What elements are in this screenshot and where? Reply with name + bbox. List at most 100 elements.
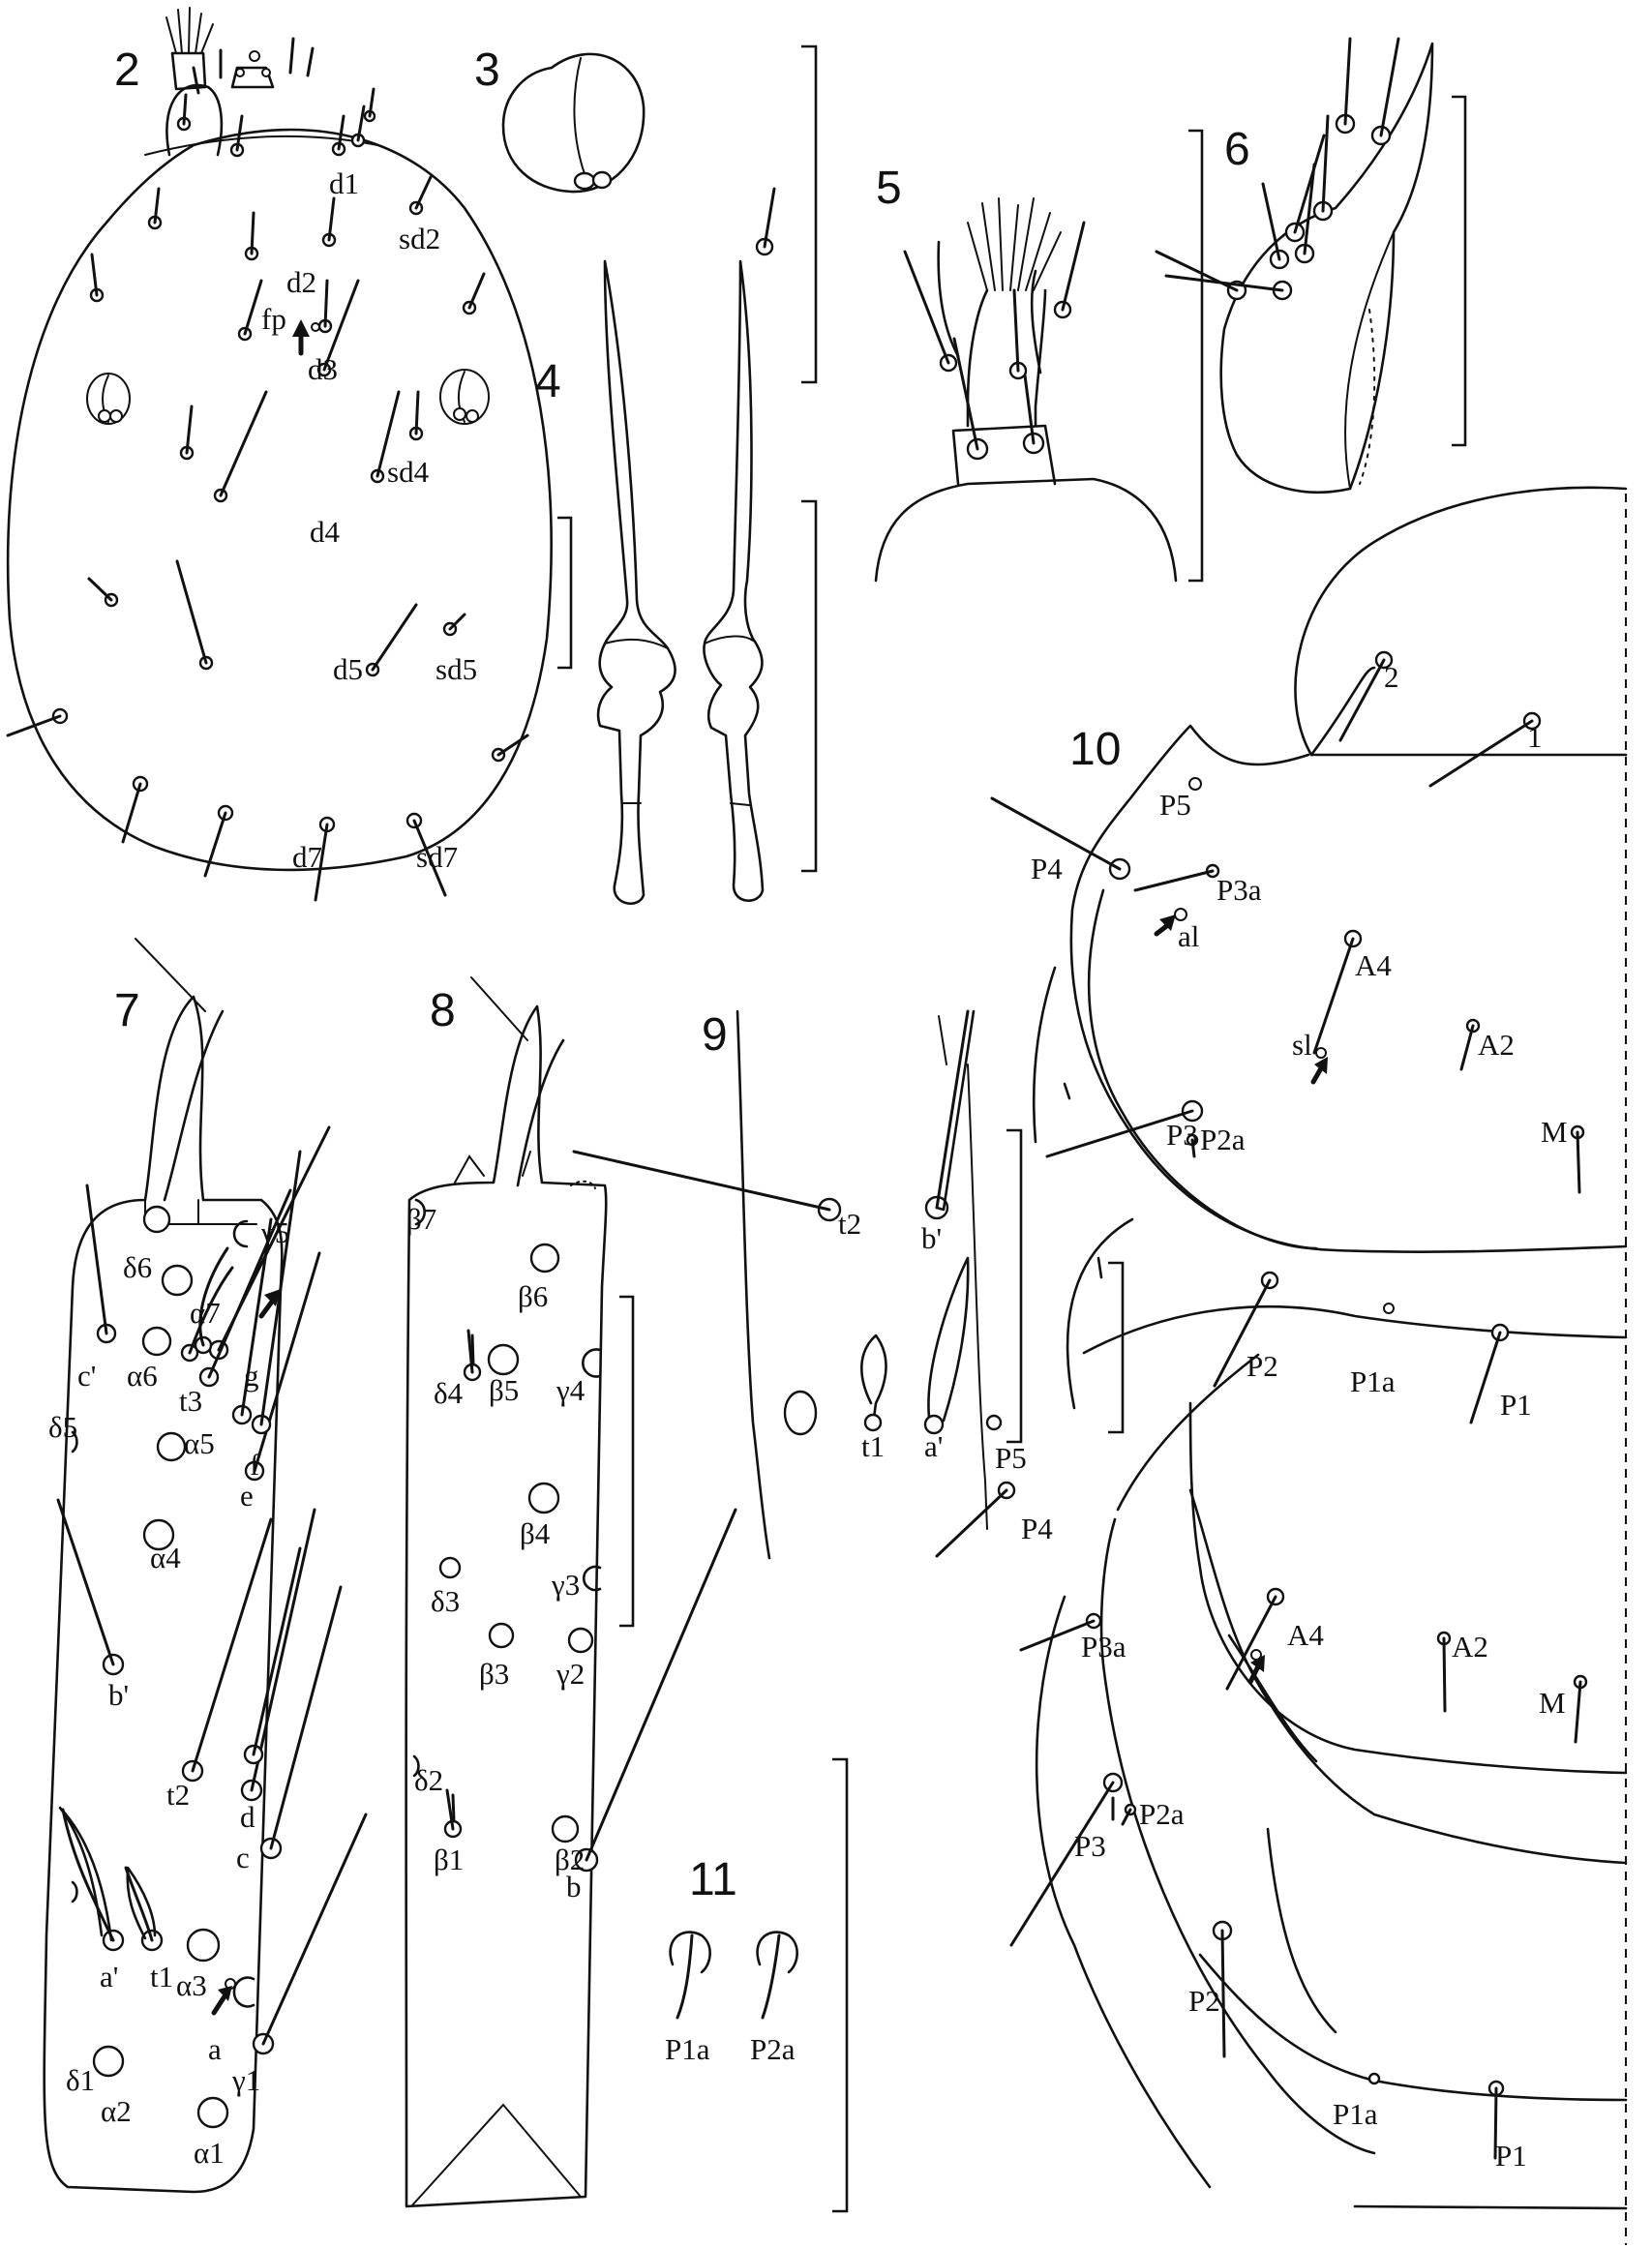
label-gamma2: γ2 (556, 1657, 585, 1691)
label-t3: t3 (179, 1384, 202, 1418)
eye-right-icon (439, 369, 490, 425)
label-alpha3: α3 (176, 1968, 207, 2002)
label-delta3: δ3 (431, 1584, 460, 1618)
label-beta5: β5 (489, 1373, 519, 1407)
label-lower-P4: P4 (1021, 1512, 1053, 1545)
figure-7-tibiotarsus: 7 δ6 γ5 α7 c' α6 t3 g δ5 α5 f e α4 b' t2… (43, 938, 368, 2194)
label-gamma3: γ3 (551, 1568, 580, 1602)
figure-10-chaetotaxy: 10 2 1 P5 P4 P3a al A4 sl A2 P3 P2a M P2… (935, 486, 1628, 2245)
label-b: b (566, 1870, 582, 1903)
figure-9-detail: 9 t2 b' t1 a' (572, 1009, 1023, 1560)
label-t2-fig9: t2 (838, 1207, 861, 1241)
label-delta6: δ6 (123, 1250, 152, 1284)
label-fp: fp (261, 302, 286, 336)
label-f: f (250, 1448, 260, 1482)
eye-left-icon (86, 373, 131, 425)
label-beta2: β2 (555, 1843, 585, 1876)
figure-number-9: 9 (702, 1009, 728, 1061)
label-upper-al: al (1178, 919, 1199, 953)
figure-number-8: 8 (430, 985, 456, 1036)
label-upper-P1a: P1a (1350, 1364, 1396, 1398)
label-beta6: β6 (518, 1279, 548, 1313)
label-upper-P3a: P3a (1216, 873, 1262, 907)
label-upper-P5: P5 (1159, 788, 1191, 822)
scale-bar-fig9 (1006, 1128, 1023, 1444)
label-lower-P3a: P3a (1081, 1630, 1126, 1664)
scale-bar-fig8 (619, 1295, 635, 1628)
label-lower-P2: P2 (1188, 1984, 1220, 2018)
figure-number-3: 3 (474, 45, 500, 96)
label-lower-A4: A4 (1287, 1618, 1324, 1652)
label-lower-M: M (1539, 1686, 1566, 1720)
label-d7: d7 (292, 840, 322, 874)
label-sd2: sd2 (399, 222, 440, 255)
label-t1-fig9: t1 (861, 1429, 885, 1463)
label-b-prime: b' (108, 1678, 129, 1712)
figure-6-maxilla: 6 (1155, 37, 1467, 494)
scale-bar-fig4b (801, 499, 818, 873)
head-setae (6, 87, 529, 902)
label-d3: d3 (308, 352, 338, 386)
label-alpha1: α1 (194, 2136, 225, 2170)
figure-number-7: 7 (114, 985, 140, 1036)
label-upper-A4: A4 (1355, 948, 1392, 982)
label-alpha4: α4 (150, 1541, 181, 1574)
label-gamma1: γ1 (231, 2063, 260, 2097)
figure-number-10: 10 (1069, 724, 1121, 775)
label-delta1: δ1 (66, 2063, 95, 2097)
figure-number-6: 6 (1224, 124, 1250, 175)
scale-bar-fig6 (1452, 95, 1467, 447)
label-b-prime-fig9: b' (921, 1221, 942, 1255)
label-lower-P1a: P1a (1333, 2097, 1378, 2131)
label-beta7: β7 (406, 1202, 436, 1236)
label-beta1: β1 (434, 1843, 464, 1876)
figure-4-sensilla: 4 (535, 45, 818, 905)
label-beta3: β3 (479, 1657, 509, 1691)
label-P2a-fig11: P2a (750, 2032, 796, 2066)
label-upper-P3: P3 (1166, 1118, 1198, 1152)
label-alpha5: α5 (184, 1426, 215, 1460)
label-g: g (244, 1359, 259, 1393)
scale-bar-fig4 (801, 45, 818, 384)
label-P1a-fig11: P1a (665, 2032, 710, 2066)
label-delta2: δ2 (414, 1763, 443, 1797)
label-gamma5: γ5 (260, 1215, 289, 1249)
label-sd5: sd5 (436, 652, 477, 686)
label-lower-A2: A2 (1452, 1630, 1488, 1664)
label-alpha7: α7 (190, 1296, 221, 1330)
label-c-prime: c' (77, 1359, 96, 1393)
figure-2-head: 2 d1 sd2 d2 fp d3 sd4 d4 d5 sd5 d7 sd7 (6, 7, 573, 902)
label-a-prime: a' (100, 1960, 118, 1993)
label-gamma4: γ4 (556, 1373, 586, 1407)
label-upper-P2: P2 (1247, 1349, 1278, 1383)
figure-11-setae: 11 P1a P2a (665, 1757, 849, 2213)
figure-number-5: 5 (876, 163, 902, 214)
label-sd4: sd4 (387, 455, 430, 489)
label-upper-P4: P4 (1031, 852, 1063, 885)
label-lower-P2a: P2a (1139, 1797, 1185, 1831)
label-alpha6: α6 (127, 1359, 158, 1393)
label-upper-M: M (1541, 1115, 1568, 1149)
figure-3-eye: 3 (474, 45, 646, 194)
figure-8-tibiotarsus: 8 β7 β6 δ4 β5 γ4 β4 δ3 γ3 β3 γ2 δ2 b β1 … (405, 976, 737, 2208)
scale-bar-fig2 (557, 516, 573, 670)
label-a: a (208, 2032, 222, 2066)
label-upper-P2a: P2a (1200, 1123, 1246, 1156)
scale-bar-fig11 (832, 1757, 849, 2213)
label-alpha2: α2 (101, 2094, 132, 2128)
label-delta4: δ4 (434, 1376, 464, 1410)
label-d4: d4 (310, 515, 341, 549)
figure-number-2: 2 (114, 45, 140, 96)
label-upper-sl: sl (1292, 1028, 1312, 1062)
label-lower-P3: P3 (1074, 1829, 1106, 1863)
label-sd7: sd7 (416, 840, 458, 874)
label-upper-A2: A2 (1478, 1028, 1515, 1062)
label-delta5: δ5 (48, 1410, 77, 1444)
label-d1: d1 (329, 166, 359, 200)
figure-number-4: 4 (535, 356, 561, 407)
figure-number-11: 11 (689, 1854, 737, 1905)
label-t1: t1 (150, 1960, 173, 1993)
label-upper-2: 2 (1384, 660, 1399, 694)
label-upper-P1: P1 (1500, 1388, 1532, 1422)
